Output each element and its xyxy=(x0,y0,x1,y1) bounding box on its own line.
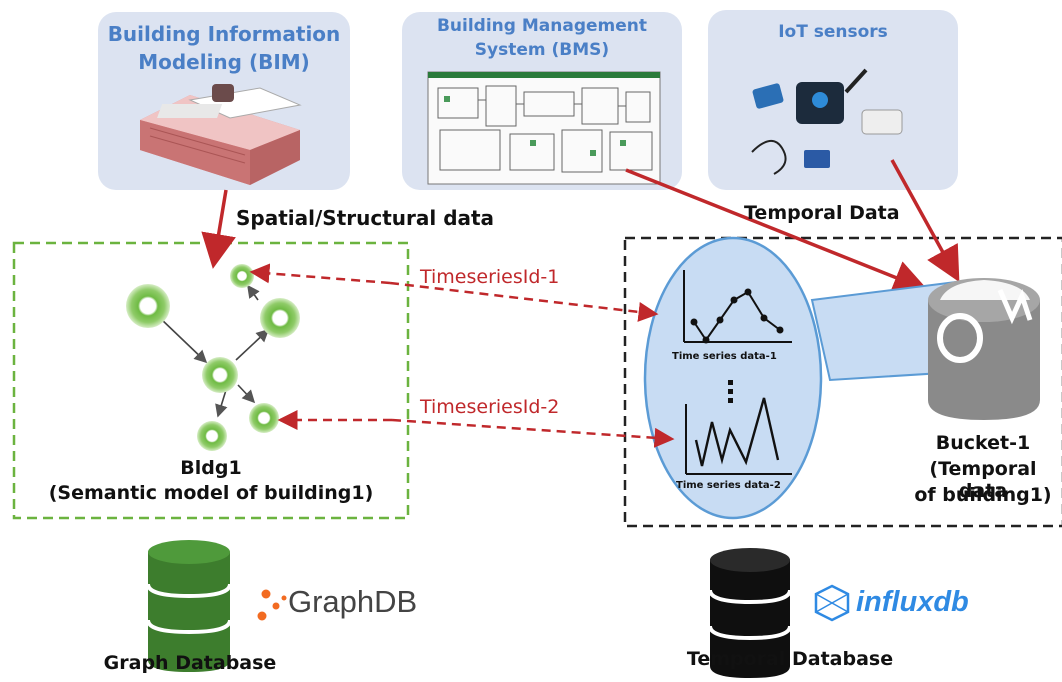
graphdb-logo-text: GraphDB xyxy=(288,584,418,619)
graph-node xyxy=(260,298,300,338)
bim-building-image xyxy=(140,84,302,185)
bucket-description-line1: (Temporal data xyxy=(929,458,1037,502)
iot-title: IoT sensors xyxy=(778,22,888,42)
graph-edge xyxy=(247,284,260,301)
temporal-data-label: Temporal Data xyxy=(744,202,900,224)
bms-to-bucket-arrow xyxy=(625,168,929,294)
graph-edge xyxy=(215,389,228,418)
ts1-link-label: TimeseriesId-1 xyxy=(420,266,560,288)
timeseries-label-1: Time series data-1 xyxy=(672,351,777,362)
graph-database-caption: Graph Database xyxy=(103,652,277,674)
graphdb-logo-icon xyxy=(257,589,287,621)
vertical-ellipsis xyxy=(728,380,733,403)
timeseries-chart-2 xyxy=(685,397,792,475)
graph-model-name: Bldg1 xyxy=(180,457,242,479)
bms-title-line1: Building Management xyxy=(436,16,648,36)
temporal-database-icon xyxy=(708,548,792,678)
graph-node xyxy=(197,421,227,451)
spatial-data-label: Spatial/Structural data xyxy=(236,206,495,230)
influxdb-logo-icon xyxy=(814,584,850,622)
ts1-link-to-node xyxy=(249,263,391,285)
bim-to-graph-arrow xyxy=(201,189,236,269)
timeseries-bubble xyxy=(643,236,823,520)
graph-edge xyxy=(235,328,270,361)
temporal-database-caption: Temporal Database xyxy=(686,648,894,670)
timeseries-chart-1 xyxy=(683,270,792,344)
bucket-icon xyxy=(928,278,1040,420)
graph-model-description: (Semantic model of building1) xyxy=(48,482,374,504)
temporal-data-box xyxy=(623,236,1062,528)
graph-edge xyxy=(237,384,256,404)
graph-node xyxy=(249,403,279,433)
influxdb-logo-text: influxdb xyxy=(856,586,969,618)
graph-node xyxy=(230,264,254,288)
graph-node xyxy=(202,357,238,393)
bucket-description-line2: of building1) xyxy=(914,484,1052,506)
bim-title-line2: Modeling (BIM) xyxy=(138,50,310,74)
iot-sensors-image xyxy=(751,68,903,175)
ts2-link-to-bucket xyxy=(391,418,675,448)
graph-node xyxy=(126,284,170,328)
iot-to-bucket-arrow xyxy=(890,159,960,283)
graph-database-icon xyxy=(146,540,232,672)
bms-screenshot-image xyxy=(427,71,661,185)
ts2-link-label: TimeseriesId-2 xyxy=(420,396,560,418)
bim-title-line1: Building Information xyxy=(107,22,341,46)
bms-title-line2: System (BMS) xyxy=(474,40,610,60)
timeseries-label-2: Time series data-2 xyxy=(676,480,781,491)
bucket-name: Bucket-1 xyxy=(935,432,1031,454)
graph-edge xyxy=(159,317,208,364)
